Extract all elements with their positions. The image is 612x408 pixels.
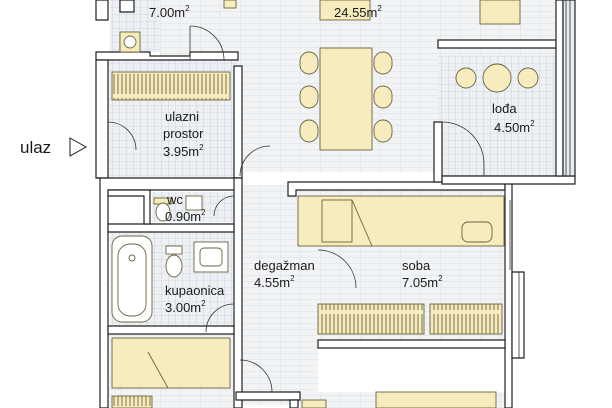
bathtub-inner — [117, 243, 147, 317]
bath-toilet-tank — [165, 245, 183, 255]
bottom-desk — [301, 399, 327, 408]
door-top-left — [189, 25, 225, 61]
walls — [95, 0, 576, 408]
hall-area: 3.95m2 — [163, 143, 204, 159]
bath-sink-basin — [199, 247, 223, 267]
furniture — [111, 0, 539, 408]
doors — [107, 25, 485, 393]
door-living — [239, 145, 271, 177]
bedroom-area: 7.05m2 — [402, 274, 443, 290]
pillow — [321, 199, 353, 243]
washing-machine-drum — [123, 35, 137, 49]
desk-chair — [461, 221, 493, 243]
chair-l3 — [299, 119, 319, 143]
door-bedroom — [317, 249, 357, 289]
counter — [223, 0, 237, 9]
wardrobe-1 — [317, 303, 425, 335]
room-labels: 7.00m2 24.55m2 ulazni prostor 3.95m2 lođ… — [149, 4, 535, 315]
wc-toilet — [155, 202, 171, 222]
hall-name-2: prostor — [163, 126, 204, 141]
corridor-name: degažman — [254, 258, 315, 273]
chair-r2 — [373, 85, 393, 109]
bed-2-fold — [147, 351, 169, 389]
loggia-chair-2 — [517, 67, 539, 89]
door-bath — [205, 303, 235, 333]
loggia-name: lođa — [492, 101, 517, 116]
entrance-label: ulaz — [20, 138, 51, 157]
wardrobe-2 — [429, 303, 503, 335]
loggia-area: 4.50m2 — [494, 119, 535, 135]
bath-toilet — [165, 254, 183, 278]
blanket-fold — [351, 199, 373, 247]
loggia-table — [482, 63, 512, 93]
chair-r3 — [373, 119, 393, 143]
chair-l1 — [299, 51, 319, 75]
door-bottom — [239, 359, 273, 393]
bathroom-name: kupaonica — [165, 283, 225, 298]
bathtub-drain — [128, 254, 136, 262]
hall-name: ulazni — [165, 109, 199, 124]
living-area: 24.55m2 — [334, 4, 382, 20]
sofa — [319, 0, 371, 21]
door-entrance — [107, 121, 137, 151]
armchair — [479, 0, 521, 25]
hall-wardrobe — [111, 71, 231, 101]
entrance-arrow-icon — [69, 137, 88, 157]
corridor-area: 4.55m2 — [254, 274, 295, 290]
room1-area: 7.00m2 — [149, 4, 190, 20]
bottom-bed-3 — [375, 391, 497, 408]
chair-l2 — [299, 85, 319, 109]
door-loggia — [441, 121, 485, 165]
dining-table — [319, 47, 373, 151]
bottom-wardrobe — [111, 395, 153, 408]
bathroom-area: 3.00m2 — [165, 299, 206, 315]
wc-name: wc — [166, 192, 183, 207]
door-wc — [213, 195, 235, 217]
bedroom-name: soba — [402, 258, 431, 273]
wc-sink — [185, 195, 203, 211]
wc-area: 0.90m2 — [165, 208, 206, 224]
bed-2 — [111, 337, 231, 389]
chair-r1 — [373, 51, 393, 75]
window-right — [509, 0, 571, 358]
loggia-chair-1 — [455, 67, 477, 89]
